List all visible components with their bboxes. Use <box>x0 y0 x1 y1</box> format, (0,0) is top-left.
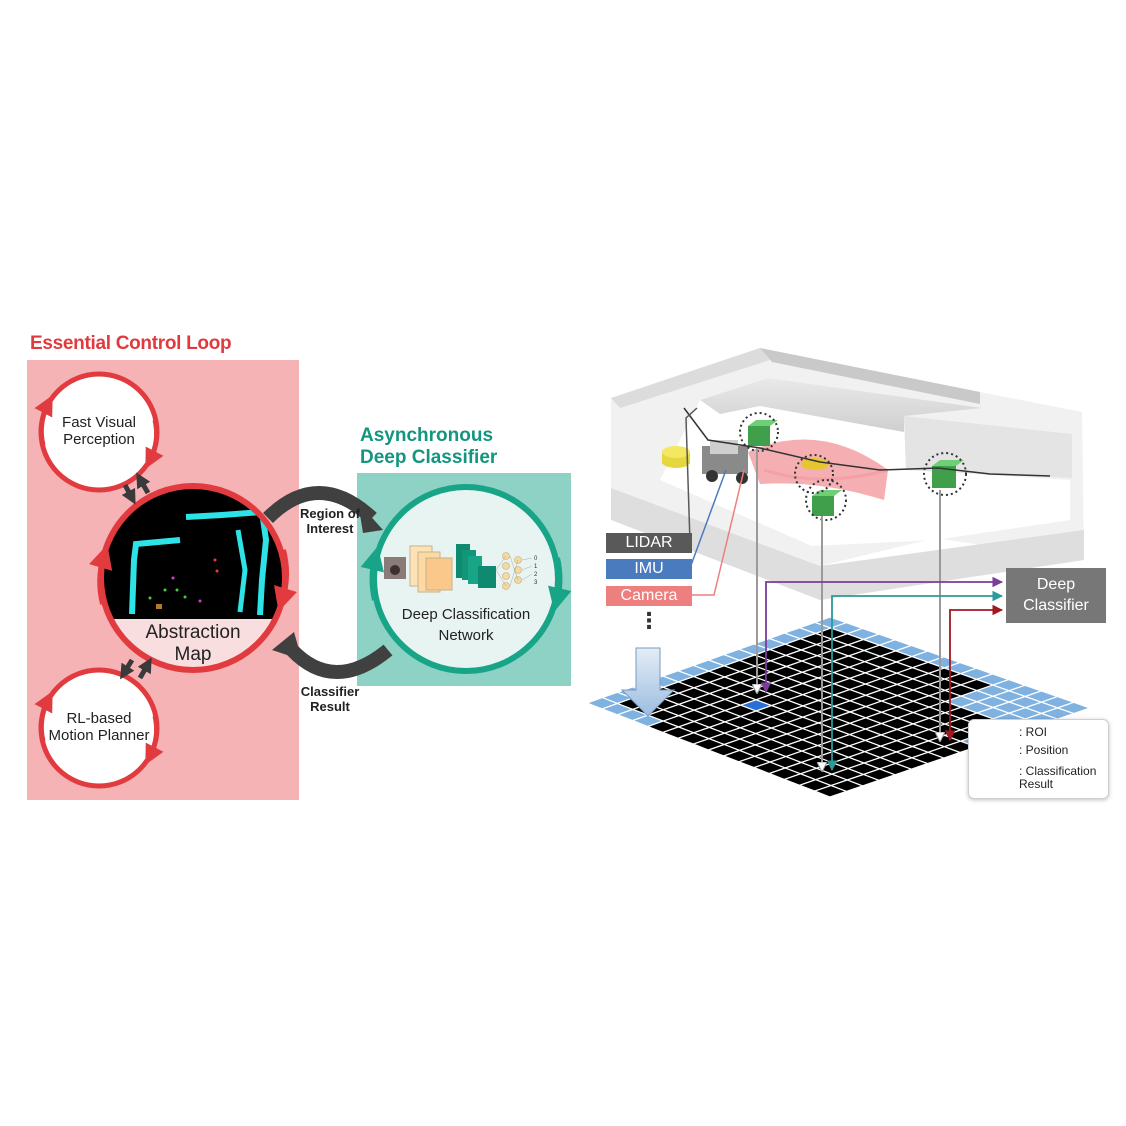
motion-planner-node <box>41 670 157 786</box>
deep-classifier-box: Deep Classifier <box>1006 568 1106 623</box>
loop-connector-arrows <box>120 472 152 680</box>
purple-result-arrow <box>760 576 1004 694</box>
svg-text:1: 1 <box>534 564 538 570</box>
region-of-interest-label: Region of Interest <box>300 506 360 536</box>
network-label: Deep Classification Network <box>401 606 531 644</box>
lidar-sensor-label: LIDAR <box>606 533 692 553</box>
legend-roi-label: : ROI <box>1019 725 1048 739</box>
room-3d <box>611 348 1084 600</box>
camera-sensor-label: Camera <box>606 586 692 606</box>
legend <box>968 719 1109 799</box>
sensor-to-grid-arrow <box>620 647 676 717</box>
abstraction-map-label: Abstraction Map <box>145 622 241 665</box>
svg-text:3: 3 <box>534 580 538 586</box>
motion-planner-label: RL-based Motion Planner <box>48 710 150 745</box>
teal-result-arrow <box>826 590 1004 772</box>
control-loop-title: Essential Control Loop <box>30 333 232 354</box>
legend-position-label: : Position <box>1019 743 1069 757</box>
svg-text:0: 0 <box>534 556 538 562</box>
legend-classification-label: : Classification Result <box>1019 764 1097 791</box>
sensor-ellipsis: ⋮ <box>638 608 660 633</box>
svg-text:2: 2 <box>534 572 538 578</box>
deep-classifier-title: Asynchronous Deep Classifier <box>360 425 498 468</box>
red-result-arrow <box>944 604 1004 742</box>
grid-cell <box>813 784 849 798</box>
fast-perception-node <box>41 374 157 490</box>
fast-perception-label: Fast Visual Perception <box>62 414 136 449</box>
classifier-result-label: Classifier Result <box>300 684 360 714</box>
imu-sensor-label: IMU <box>606 559 692 579</box>
cnn-illustration: 0 1 2 3 <box>384 544 538 593</box>
